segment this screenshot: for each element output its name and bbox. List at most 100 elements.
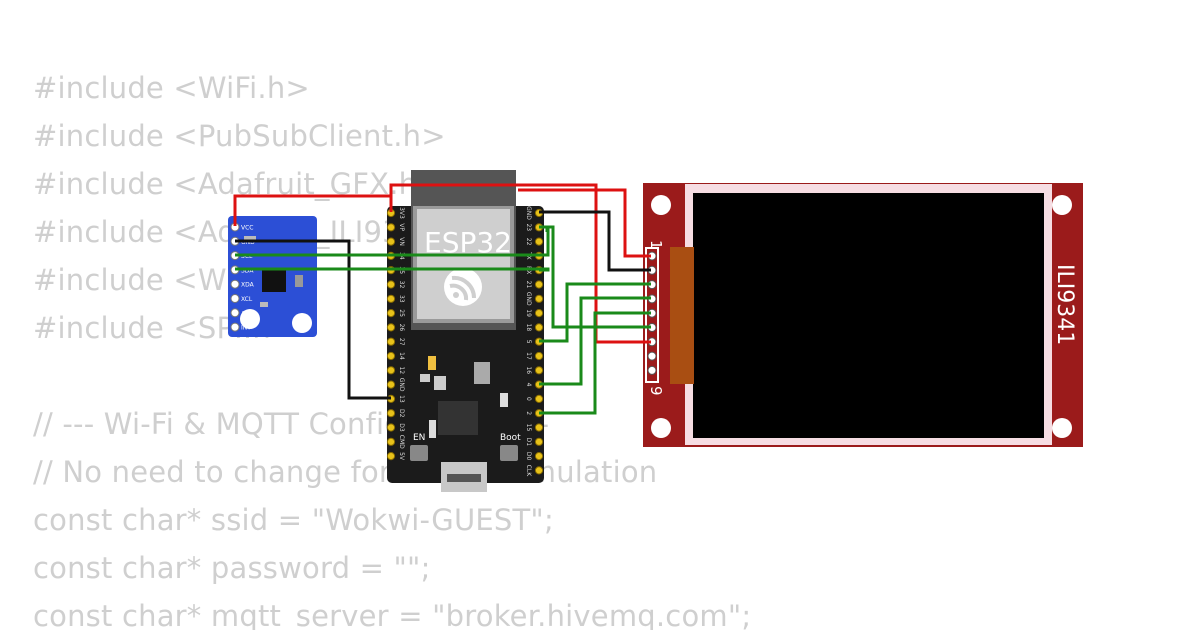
mpu6050-pin-label: SDA xyxy=(241,267,254,274)
esp32-pin-pad[interactable] xyxy=(386,380,396,389)
en-button-label: EN xyxy=(413,433,425,443)
esp32-pin-pad[interactable] xyxy=(386,323,396,332)
esp32-pin-pad[interactable] xyxy=(386,309,396,318)
display-pin-pad[interactable] xyxy=(647,351,657,361)
display-flex-cable xyxy=(670,247,694,384)
esp32-pin-label: 16 xyxy=(525,366,532,374)
esp32-pin-label: 19 xyxy=(525,309,532,317)
wire-display-reset xyxy=(539,296,651,386)
smd-part xyxy=(429,420,436,438)
esp32-pin-pad[interactable] xyxy=(534,237,544,246)
mounting-hole xyxy=(1052,418,1072,438)
esp32-pin-pad[interactable] xyxy=(534,351,544,361)
mpu6050-pin-pad[interactable] xyxy=(230,294,240,303)
mpu6050-pin-label: XCL xyxy=(241,296,253,303)
esp32-pin-pad[interactable] xyxy=(386,437,396,446)
mpu6050-pin-label: SCL xyxy=(241,253,253,260)
mounting-hole xyxy=(651,195,671,215)
esp32-pin-label: 17 xyxy=(525,352,532,360)
esp32-pin-pad[interactable] xyxy=(386,423,396,432)
esp32-pin-pad[interactable] xyxy=(386,351,396,361)
display-header xyxy=(645,247,659,383)
wires xyxy=(233,183,651,415)
wire-gnd xyxy=(235,239,391,400)
espressif-logo-icon xyxy=(444,268,482,306)
mpu6050-pin-pad[interactable] xyxy=(230,322,240,332)
esp32-pin-label: 23 xyxy=(525,223,532,231)
mounting-hole xyxy=(240,309,260,329)
esp32-pin-label: GND xyxy=(525,206,532,220)
esp32-pin-label: 32 xyxy=(398,281,405,289)
usb-port-opening xyxy=(447,474,481,482)
voltage-regulator xyxy=(474,362,490,384)
smd-part xyxy=(434,376,446,390)
mpu6050-pin-pad[interactable] xyxy=(230,308,240,318)
esp32-pin-label: 14 xyxy=(398,352,405,360)
esp32-pin-label: VP xyxy=(398,223,405,231)
code-line: #include <PubSubClient.h> xyxy=(33,119,446,153)
esp32-pin-pad[interactable] xyxy=(386,237,396,246)
display-model-label: ILI9341 xyxy=(1052,264,1077,345)
wire-display-cs xyxy=(539,282,651,343)
esp32-pin-pad[interactable] xyxy=(534,294,544,303)
esp32-pin-label: D1 xyxy=(525,438,532,447)
code-line: const char* ssid = "Wokwi-GUEST"; xyxy=(33,503,554,537)
esp32-pin-label: 2 xyxy=(525,411,532,415)
esp32-pin-label: 26 xyxy=(398,324,405,332)
esp32-pin-label: 4 xyxy=(525,383,532,387)
esp32-pin-pad[interactable] xyxy=(534,452,544,461)
esp32-pin-label: 25 xyxy=(398,309,405,317)
esp32-pin-label: GND xyxy=(525,292,532,306)
en-button[interactable] xyxy=(410,445,428,461)
esp32-board[interactable]: ESP32 EN Boot 3V3VPVN343532332526271412G… xyxy=(386,170,544,492)
esp32-pin-label: 33 xyxy=(398,295,405,303)
smd-part xyxy=(420,374,430,382)
esp32-pin-label: D2 xyxy=(398,409,405,418)
esp32-pin-label: 12 xyxy=(398,366,405,374)
ili9341-display[interactable]: 1 9 ILI9341 xyxy=(643,183,1083,447)
esp32-pin-pad[interactable] xyxy=(534,366,544,375)
esp32-pin-pad[interactable] xyxy=(386,223,396,232)
smd-part xyxy=(295,275,303,287)
mounting-hole xyxy=(651,418,671,438)
esp32-pin-pad[interactable] xyxy=(534,309,544,318)
code-line: #include <WiFi.h> xyxy=(33,71,310,105)
smd-part xyxy=(260,302,268,307)
esp32-pin-pad[interactable] xyxy=(386,452,396,461)
usb-uart-chip xyxy=(438,401,478,435)
esp32-pin-label: VN xyxy=(398,237,405,246)
esp32-pin-pad[interactable] xyxy=(386,294,396,303)
wire-display-vcc xyxy=(518,188,651,258)
mpu6050-pin-pad[interactable] xyxy=(230,279,240,289)
esp32-pin-pad[interactable] xyxy=(534,323,544,332)
esp32-pin-pad[interactable] xyxy=(386,280,396,289)
code-line: const char* mqtt_server = "broker.hivemq… xyxy=(33,599,752,630)
boot-button[interactable] xyxy=(500,445,518,461)
mpu6050-pin-label: AD0 xyxy=(241,310,254,317)
esp32-pin-label: 3V3 xyxy=(398,207,405,219)
code-line: #include <SPI.h> xyxy=(33,311,296,345)
esp32-pin-pad[interactable] xyxy=(534,394,544,403)
esp32-pin-pad[interactable] xyxy=(534,466,544,475)
mounting-hole xyxy=(292,313,312,333)
esp32-pin-pad[interactable] xyxy=(534,437,544,446)
mpu6050-chip xyxy=(262,268,286,292)
esp32-pin-pad[interactable] xyxy=(386,366,396,375)
smd-part xyxy=(244,236,256,242)
esp32-pin-pad[interactable] xyxy=(386,409,396,418)
esp32-pin-label: 0 xyxy=(525,397,532,401)
esp32-pin-pad[interactable] xyxy=(386,337,396,346)
display-pin-first-label: 1 xyxy=(647,240,665,250)
esp32-pin-label: GND xyxy=(398,378,405,392)
esp32-pin-label: CLK xyxy=(525,465,532,478)
esp32-pin-label: 21 xyxy=(525,281,532,289)
esp32-pin-pad[interactable] xyxy=(534,280,544,289)
wire-display-dc xyxy=(539,311,651,415)
mounting-hole xyxy=(1052,195,1072,215)
mpu6050-pin-label: VCC xyxy=(241,225,253,232)
boot-button-label: Boot xyxy=(500,433,521,443)
display-pin-pad[interactable] xyxy=(647,365,657,375)
esp32-pin-pad[interactable] xyxy=(534,423,544,432)
